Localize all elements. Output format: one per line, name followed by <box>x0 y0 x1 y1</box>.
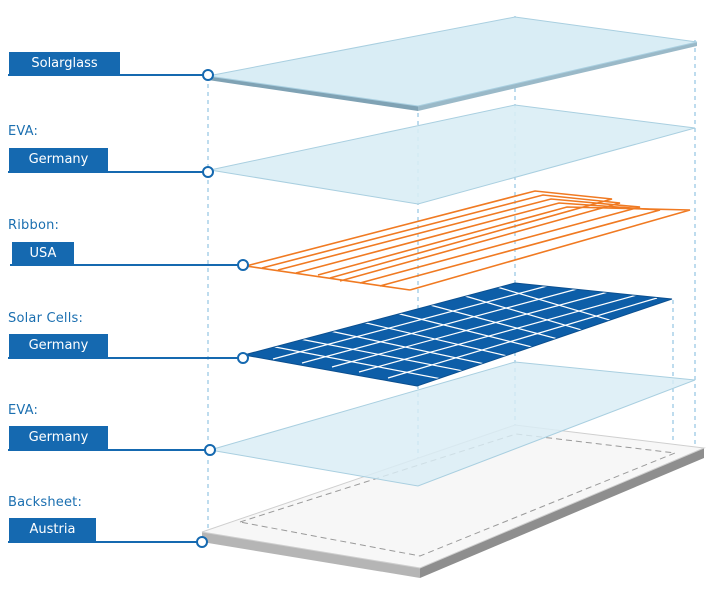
ribbon-layer <box>245 190 691 291</box>
eva-top-caption: EVA: <box>8 124 39 139</box>
solar-cells-label: Germany <box>9 334 108 358</box>
eva-bottom-connector-dot <box>204 444 216 456</box>
connector-endpoints <box>196 69 249 548</box>
ribbon-caption: Ribbon: <box>8 218 60 233</box>
eva-top-connector-dot <box>202 166 214 178</box>
backsheet-connector-dot <box>196 536 208 548</box>
solarglass-connector-dot <box>202 69 214 81</box>
eva-bottom-layer <box>209 361 696 487</box>
backsheet-caption: Backsheet: <box>8 495 83 510</box>
solarglass-layer <box>207 16 698 111</box>
backsheet-label: Austria <box>9 518 96 542</box>
eva-top-label: Germany <box>9 148 108 172</box>
eva-top-layer <box>209 104 696 205</box>
eva-bottom-label: Germany <box>9 426 108 450</box>
ribbon-connector-dot <box>237 259 249 271</box>
solar-cells-caption: Solar Cells: <box>8 311 84 326</box>
solarglass-label: Solarglass <box>9 52 120 76</box>
solar-cells-connector-dot <box>237 352 249 364</box>
ribbon-label: USA <box>12 242 74 266</box>
backsheet-layer <box>201 424 706 578</box>
eva-bottom-caption: EVA: <box>8 403 39 418</box>
